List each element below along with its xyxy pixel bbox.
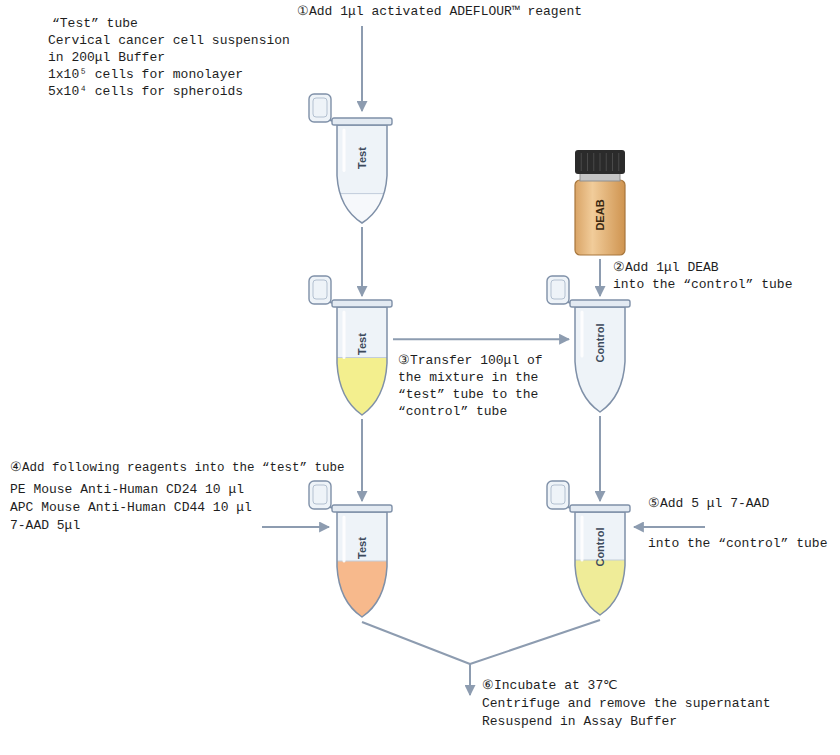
tube-lid [309,481,331,509]
vial-body [575,180,625,255]
tube-drawing [335,118,389,223]
step-text: ⑥Incubate at 37℃ [482,678,618,694]
tube-body [575,307,625,412]
step-text: ②Add 1μl DEAB [613,260,719,276]
tube-rim [570,505,630,512]
flow-arrow [599,259,601,296]
step-text: 7-AAD 5μl [10,518,80,534]
tube-outline [337,512,387,617]
tube-liquid [335,358,389,418]
step-text: “Test” tube [52,16,138,32]
tube-lid [309,276,331,304]
tube-highlight [343,312,346,358]
step-text: ③Transfer 100μl of the mixture in the “t… [398,352,568,420]
step-text: Resuspend in Assay Buffer [482,714,677,730]
step-arrow [361,26,363,111]
tube-meniscus [337,193,387,194]
vial-cap-ridge [581,153,582,171]
step-text: Cervical cancer cell suspension [48,33,290,49]
tube-lid [547,276,569,304]
tube-lid [551,485,565,504]
flow-arrow [361,227,363,296]
flow-arrow [393,338,569,340]
tube-outline [337,125,387,223]
step-text: ⑤Add 5 μl 7-AAD [648,496,769,512]
test-tube: Test [335,300,389,415]
tube-liquid [335,561,389,619]
step-text: ①Add 1μl activated ADEFLOUR™ reagent [297,4,582,20]
tube-liquid [335,194,389,225]
tube-outline [337,307,387,415]
tube-highlight [581,517,584,560]
tube-rim [570,300,630,307]
tube-label: DEAB [594,200,607,231]
step-arrow [262,526,329,528]
tube-rim [332,505,392,512]
tube-label: Test [356,537,369,559]
tube-lid [313,280,327,299]
tube-drawing [335,505,389,617]
vial-cap-ridge [600,153,601,171]
tube-lid [313,98,327,117]
tube-lid [313,485,327,504]
tube-rim [332,300,392,307]
flow-arrow [361,419,363,501]
tube-label: Test [356,333,369,355]
step-arrow [634,526,705,528]
tube-lid [309,94,331,122]
vial-cap-ridge [612,153,613,171]
step-text: ④Add following reagents into the “test” … [10,460,345,476]
step-text: APC Mouse Anti-Human CD44 10 μl [10,500,252,516]
vial-cap-ridge [593,153,594,171]
vial-cap-ridge [618,153,619,171]
vial-cap [575,150,625,174]
step-text: in 200μl Buffer [48,50,165,66]
tube-liquid [573,560,627,617]
tube-highlight [581,312,584,356]
vial-cap-ridge [587,153,588,171]
vial-neck [580,173,620,181]
tube-lid [551,280,565,299]
step-text: 1x10⁵ cells for monolayer [48,67,243,83]
tube-outline [575,307,625,412]
test-tube: Control [573,505,627,615]
tube-highlight [343,130,346,171]
test-tube: Test [335,118,389,223]
step-text: into the “control” tube [613,277,792,293]
step-text: 5x10⁴ cells for spheroids [48,84,243,100]
tube-label: Test [356,147,369,169]
test-tube: Control [573,300,627,412]
merge-line [470,620,600,664]
reagent-vial: DEAB [575,150,625,255]
step-arrow [469,664,471,695]
tube-highlight [343,517,346,561]
merge-line [362,622,470,664]
tube-drawing [335,300,389,415]
flow-arrow [599,416,601,501]
tube-label: Control [594,527,607,566]
step-text: Centrifuge and remove the supernatant [482,696,771,712]
tube-lid [547,481,569,509]
tube-outline [575,512,625,615]
vial-cap-ridge [606,153,607,171]
step-text: PE Mouse Anti-Human CD24 10 μl [10,482,244,498]
step-text: into the “control” tube [648,536,827,552]
tube-label: Control [594,323,607,362]
tube-rim [332,118,392,125]
test-tube: Test [335,505,389,617]
